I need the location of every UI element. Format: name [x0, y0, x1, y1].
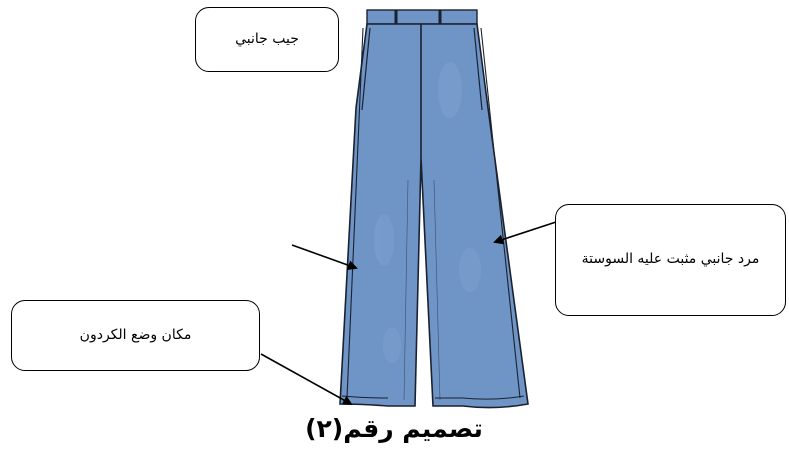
right-pocket-opening — [473, 27, 483, 111]
callout-side-pocket-text: جيب جانبي — [235, 30, 299, 47]
arrow-pointer-icon — [493, 221, 557, 245]
callout-side-pocket: جيب جانبي — [195, 7, 339, 72]
callout-side-seam-zipper: مرد جانبي مثبت عليه السوستة — [555, 204, 786, 316]
pointer-arrows — [260, 221, 557, 405]
waistband-fill — [366, 9, 478, 25]
arrow-pointer-icon — [291, 244, 358, 270]
right-side-seam — [480, 27, 521, 399]
callout-drawstring-place-text: مكان وضع الكردون — [79, 326, 192, 343]
left-side-seam — [346, 27, 364, 399]
callout-drawstring-place: مكان وضع الكردون — [11, 300, 260, 371]
design-caption: تصميم رقم(٢) — [305, 414, 483, 443]
fabric-shading — [374, 62, 481, 363]
callout-side-seam-zipper-text: مرد جانبي مثبت عليه السوستة — [581, 251, 760, 268]
arrow-pointer-icon — [260, 353, 353, 405]
trouser-body — [339, 23, 529, 409]
seam-lines — [341, 24, 525, 401]
right-hem-line — [435, 395, 525, 400]
waistband — [366, 9, 478, 25]
left-pocket-opening — [361, 27, 371, 111]
left-leg-crease — [403, 179, 409, 401]
right-leg-crease — [433, 179, 441, 401]
